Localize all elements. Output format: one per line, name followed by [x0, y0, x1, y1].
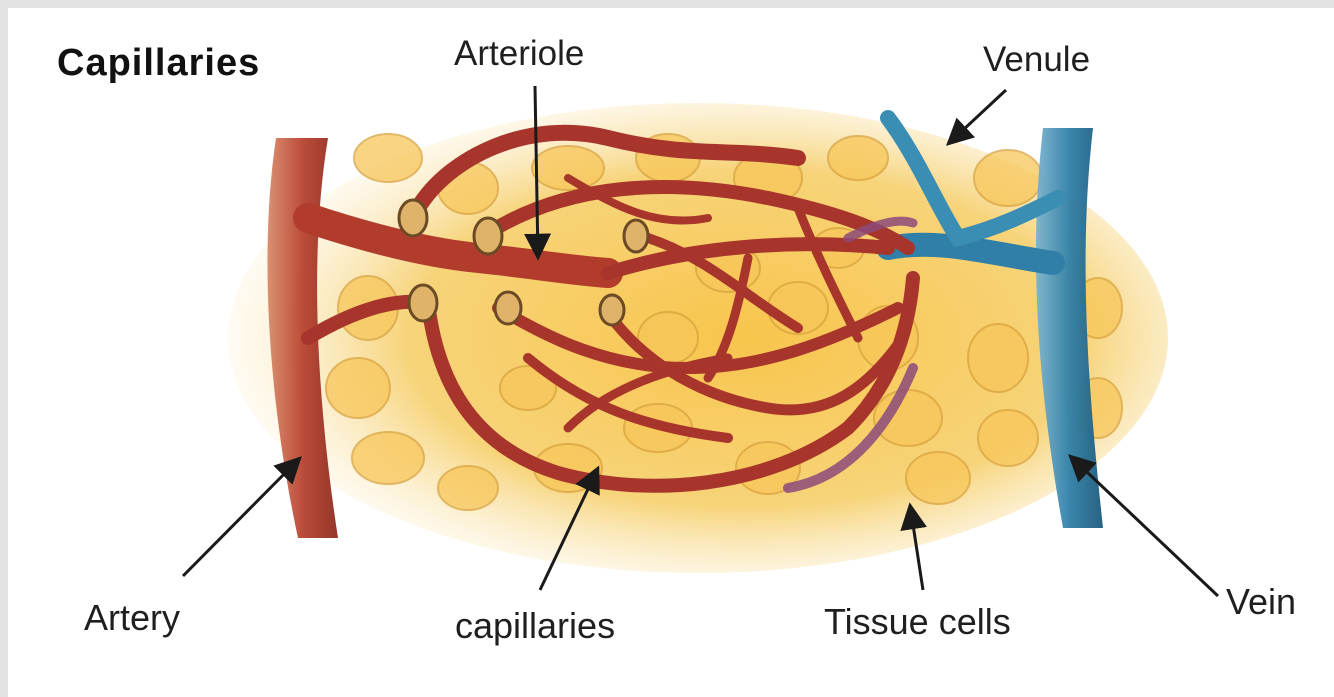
- capillary-illustration: [8, 8, 1334, 697]
- label-arteriole: Arteriole: [454, 36, 584, 71]
- arrow-venule: [948, 90, 1006, 144]
- label-tissue-cells: Tissue cells: [824, 604, 1011, 640]
- diagram-stage: Capillaries Arteriole Venule Artery capi…: [8, 8, 1334, 697]
- label-venule: Venule: [983, 42, 1090, 77]
- arrow-artery: [183, 458, 300, 576]
- diagram-title: Capillaries: [57, 44, 260, 82]
- label-capillaries: capillaries: [455, 608, 615, 644]
- label-vein: Vein: [1226, 584, 1296, 620]
- label-artery: Artery: [84, 600, 180, 636]
